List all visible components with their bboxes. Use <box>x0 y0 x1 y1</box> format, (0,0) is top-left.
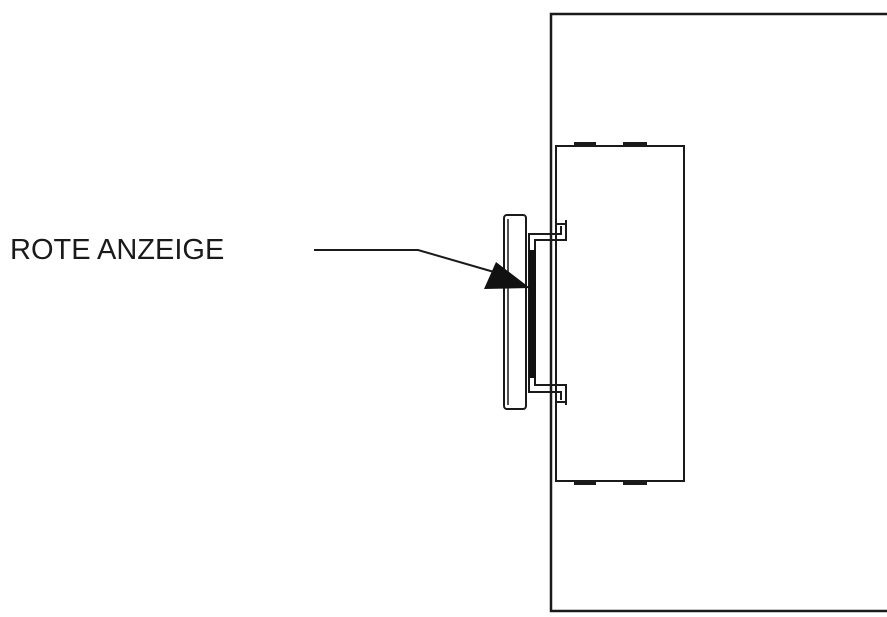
indicator-housing <box>503 214 527 410</box>
device-body <box>555 145 685 482</box>
enclosure-outline <box>549 12 887 613</box>
callout-label-red-indicator: ROTE ANZEIGE <box>10 234 225 266</box>
red-indicator-strip <box>529 250 536 378</box>
callout-leader-line <box>314 249 495 273</box>
callout-arrowhead <box>484 262 530 289</box>
